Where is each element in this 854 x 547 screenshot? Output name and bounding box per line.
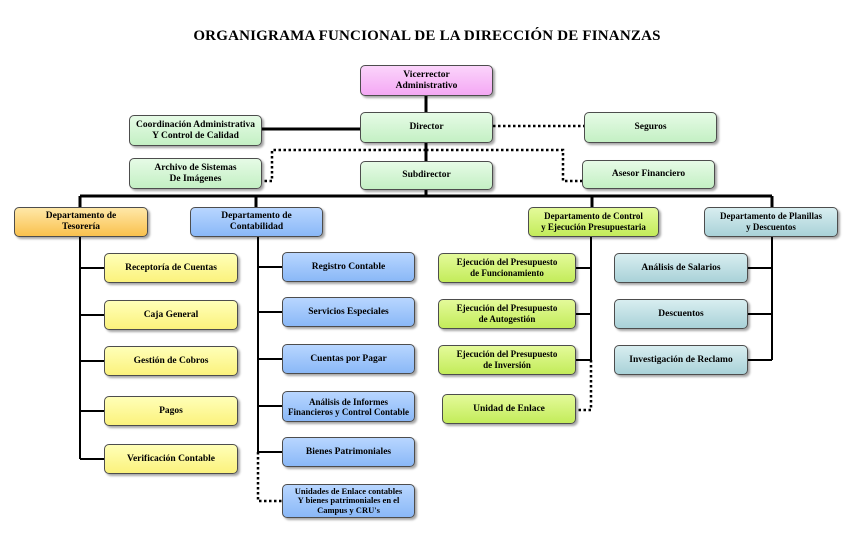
- unit-cuentas-pagar: Cuentas por Pagar: [282, 344, 415, 374]
- unit-pagos: Pagos: [104, 396, 238, 426]
- unit-receptoria: Receptoría de Cuentas: [104, 253, 238, 283]
- dept-planillas: Departamento de Planillas y Descuentos: [704, 207, 838, 237]
- unit-unidad-enlace: Unidad de Enlace: [442, 394, 576, 424]
- box-vicerrector: Vicerrector Administrativo: [360, 65, 493, 96]
- box-director: Director: [360, 112, 493, 143]
- dept-tesoreria: Departamento de Tesorería: [14, 207, 148, 237]
- box-archivo: Archivo de Sistemas De Imágenes: [129, 158, 262, 189]
- unit-ejec-inversion: Ejecución del Presupuesto de Inversión: [438, 345, 576, 375]
- unit-descuentos: Descuentos: [614, 299, 748, 329]
- unit-analisis-salarios: Análisis de Salarios: [614, 253, 748, 283]
- unit-gestion-cobros: Gestión de Cobros: [104, 346, 238, 376]
- box-subdirector: Subdirector: [360, 161, 493, 190]
- unit-investigacion-reclamo: Investigación de Reclamo: [614, 345, 748, 375]
- unit-unidades-enlace: Unidades de Enlace contables Y bienes pa…: [282, 484, 415, 518]
- unit-ejec-autogestion: Ejecución del Presupuesto de Autogestión: [438, 299, 576, 329]
- unit-verificacion: Verificación Contable: [104, 444, 238, 474]
- unit-bienes-patrimoniales: Bienes Patrimoniales: [282, 437, 415, 467]
- box-seguros: Seguros: [584, 112, 717, 143]
- unit-analisis-informes: Análisis de Informes Financieros y Contr…: [282, 391, 415, 422]
- box-asesor: Asesor Financiero: [582, 160, 715, 189]
- chart-title: ORGANIGRAMA FUNCIONAL DE LA DIRECCIÓN DE…: [193, 28, 661, 44]
- unit-registro-contable: Registro Contable: [282, 252, 415, 282]
- unit-caja-general: Caja General: [104, 300, 238, 330]
- dept-contabilidad: Departamento de Contabilidad: [190, 207, 323, 237]
- box-coordinacion: Coordinación Administrativa Y Control de…: [129, 115, 262, 146]
- unit-ejec-funcionamiento: Ejecución del Presupuesto de Funcionamie…: [438, 253, 576, 283]
- dept-presupuesto: Departamento de Control y Ejecución Pres…: [528, 207, 659, 237]
- unit-servicios-especiales: Servicios Especiales: [282, 297, 415, 327]
